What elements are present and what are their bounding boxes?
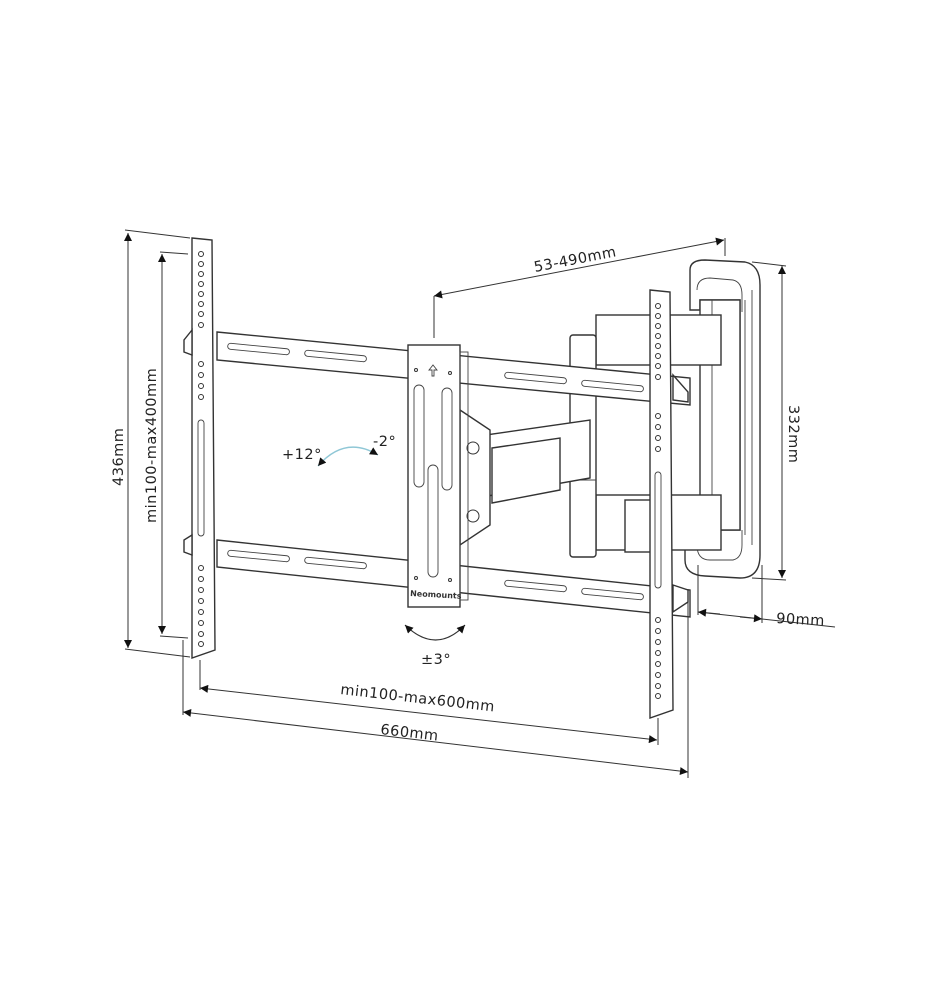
overall-width-label: 660mm <box>380 722 440 745</box>
vesa-width-label: min100-max600mm <box>340 682 496 715</box>
wall-plate-depth-label: 90mm <box>776 611 825 630</box>
tilt-arc-icon <box>317 446 379 467</box>
wall-plate-height-label: 332mm <box>785 405 801 463</box>
rotation-arc-icon <box>404 624 466 641</box>
overall-height-label: 436mm <box>111 428 127 486</box>
brand-logo: Neomounts <box>410 589 462 601</box>
vesa-height-label: min100-max400mm <box>144 368 160 523</box>
center-plate: Neomounts <box>407 344 469 608</box>
articulating-arm <box>459 314 722 558</box>
tilt-down-label: -2° <box>373 434 396 450</box>
rotation-label: ±3° <box>421 652 451 668</box>
left-vertical-rail <box>183 237 216 659</box>
extension-label: 53-490mm <box>533 244 618 276</box>
tilt-up-label: +12° <box>282 447 322 463</box>
dimension-lines <box>124 229 836 778</box>
up-arrow-icon <box>428 364 438 377</box>
